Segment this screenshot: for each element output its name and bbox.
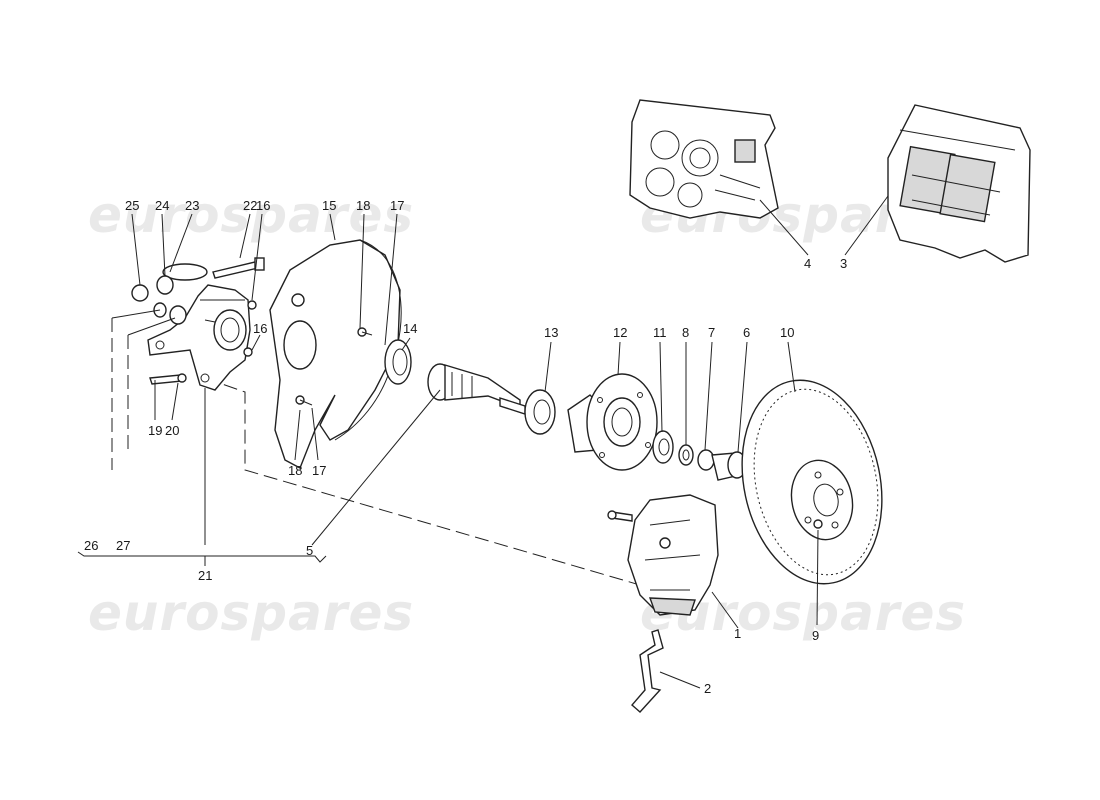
callout-26: 26: [84, 538, 98, 553]
callout-17-bottom: 17: [312, 463, 326, 478]
callout-16-top: 16: [256, 198, 270, 213]
watermark-bottom-left: eurospares: [88, 584, 414, 642]
callout-15: 15: [322, 198, 336, 213]
callout-14: 14: [403, 321, 417, 336]
callout-10: 10: [780, 325, 794, 340]
upper-joint-parts: [131, 257, 265, 385]
callout-25: 25: [125, 198, 139, 213]
callout-20: 20: [165, 423, 179, 438]
inner-bearing: [524, 389, 556, 435]
callout-27: 27: [116, 538, 130, 553]
outer-bearing-stack: [652, 430, 747, 481]
pad-retaining-spring: [631, 629, 664, 713]
oil-seal: [384, 339, 412, 385]
callout-8: 8: [682, 325, 689, 340]
callout-18-bottom: 18: [288, 463, 302, 478]
callout-9: 9: [812, 628, 819, 643]
callout-13: 13: [544, 325, 558, 340]
callout-21: 21: [198, 568, 212, 583]
assembly-guide-lines: [111, 318, 641, 586]
dust-shield: [269, 239, 402, 469]
brake-disc: [741, 379, 883, 585]
leader-lines: [77, 195, 889, 689]
guide-line-caliper: [204, 377, 641, 586]
callout-22: 22: [243, 198, 257, 213]
callout-19: 19: [148, 423, 162, 438]
callout-12: 12: [613, 325, 627, 340]
callout-1: 1: [734, 626, 741, 641]
wheel-hub: [567, 373, 658, 471]
brake-pad-kit-bag: [887, 104, 1031, 263]
callout-numbers: 25 24 23 22 16 15 18 17 16 14 18 17 19 2…: [84, 198, 847, 696]
callout-2: 2: [704, 681, 711, 696]
callout-24: 24: [155, 198, 169, 213]
callout-6: 6: [743, 325, 750, 340]
callout-23: 23: [185, 198, 199, 213]
watermark-top-left: eurospares: [88, 186, 414, 244]
callout-5: 5: [306, 543, 313, 558]
callout-18-top: 18: [356, 198, 370, 213]
callout-16-side: 16: [253, 321, 267, 336]
callout-3: 3: [840, 256, 847, 271]
callout-7: 7: [708, 325, 715, 340]
seal-kit-bag: [629, 99, 779, 219]
callout-17-top: 17: [390, 198, 404, 213]
hub-carrier: [147, 284, 251, 391]
callout-4: 4: [804, 256, 811, 271]
brake-caliper: [607, 494, 719, 616]
drive-shaft: [427, 363, 526, 415]
callout-11: 11: [653, 325, 667, 340]
